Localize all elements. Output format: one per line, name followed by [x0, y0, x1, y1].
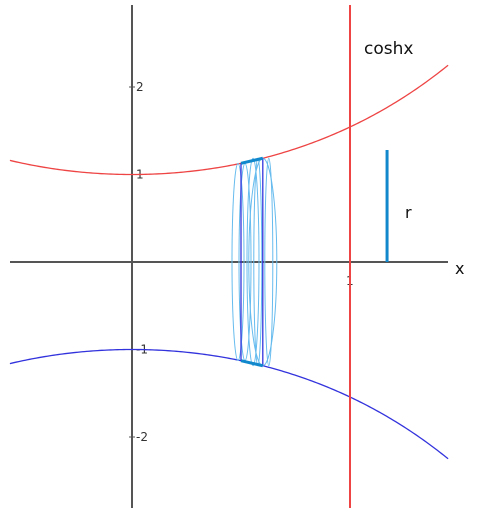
radius-label: r [405, 203, 412, 222]
revolved-slice [231, 156, 278, 368]
negative-cosh-curve [9, 348, 449, 460]
cosh-curve [9, 64, 449, 176]
y-tick-label: -2 [136, 430, 148, 444]
cosh-curve-label: coshx [364, 39, 413, 59]
axes [10, 5, 448, 508]
slice-bottom-segment [240, 359, 264, 368]
y-tick-label: 2 [136, 80, 144, 94]
revolved-disc [246, 157, 260, 367]
x-axis-label: x [455, 259, 464, 278]
revolved-disc [231, 162, 245, 362]
slice-top-segment [240, 156, 264, 165]
revolved-disc [264, 157, 274, 367]
